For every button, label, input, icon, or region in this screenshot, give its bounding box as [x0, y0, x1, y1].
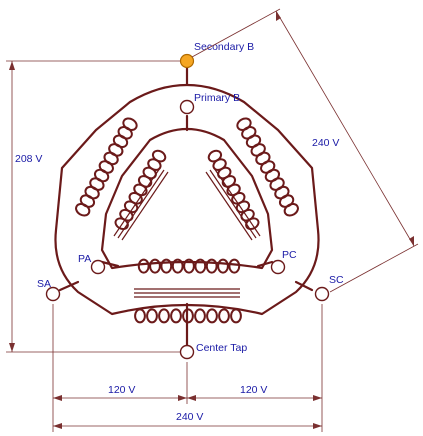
dimension-bottom-left-label: 120 V [108, 384, 135, 396]
dimension-left-height-label: 208 V [15, 153, 42, 165]
coil-loop [146, 308, 158, 324]
coil-loop [218, 308, 230, 324]
dimension-diagonal-label: 240 V [312, 137, 339, 149]
secondary-b-label: Secondary B [194, 41, 254, 53]
center-tap-terminal[interactable] [179, 344, 195, 360]
coil-loop [158, 308, 170, 324]
primary-winding-frame [100, 127, 274, 270]
pc-label: PC [282, 249, 297, 261]
coil-loop [217, 258, 229, 274]
sa-terminal[interactable] [45, 286, 61, 302]
coil-loop [75, 202, 91, 217]
coil-loop [149, 258, 161, 274]
right-winding-coils [207, 117, 299, 231]
pa-label: PA [78, 253, 91, 265]
pc-terminal[interactable] [270, 259, 286, 275]
pa-lead [100, 260, 120, 268]
dimension-bottom-full-label: 240 V [176, 411, 203, 423]
coil-loop [183, 258, 195, 274]
coil-loop [170, 308, 182, 324]
sc-label: SC [329, 274, 344, 286]
sc-lead [294, 280, 314, 292]
primary-b-label: Primary B [194, 92, 240, 104]
coil-loop [134, 308, 146, 324]
primary-b-terminal[interactable] [179, 99, 195, 115]
coil-loop [283, 202, 299, 217]
dimension-bottom [52, 304, 323, 432]
coil-loop [230, 308, 242, 324]
coil-loop [171, 258, 184, 274]
coil-loop [205, 258, 218, 274]
secondary-winding-frame [54, 83, 320, 316]
core-lines [113, 167, 261, 298]
sa-label: SA [37, 278, 51, 290]
secondary-b-terminal[interactable] [179, 53, 195, 69]
dimension-left-height [6, 60, 180, 353]
coil-loop [206, 308, 218, 324]
left-winding-coils [75, 117, 167, 231]
coil-loop [137, 258, 150, 274]
sc-terminal[interactable] [314, 286, 330, 302]
coil-loop [160, 258, 173, 274]
center-tap-label: Center Tap [196, 342, 247, 354]
pc-lead [256, 260, 274, 268]
coil-loop [228, 258, 241, 274]
dimension-bottom-right-label: 120 V [240, 384, 267, 396]
sa-lead [58, 280, 80, 292]
pa-terminal[interactable] [90, 259, 106, 275]
coil-loop [194, 258, 207, 274]
coil-loop [194, 308, 206, 324]
dimension-diagonal [191, 8, 419, 293]
